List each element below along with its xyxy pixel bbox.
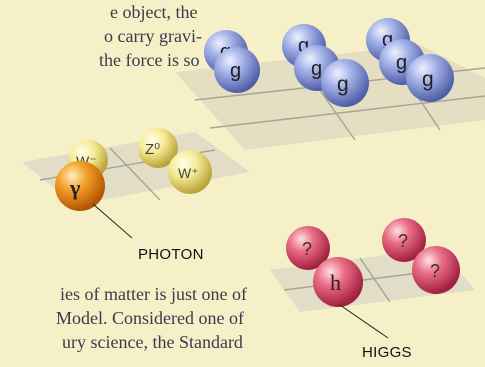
photon-leader-line	[93, 204, 132, 238]
higgs-leader-line	[340, 305, 388, 338]
photon-particle: γ	[55, 161, 105, 211]
unknown-label: ?	[430, 261, 440, 281]
higgs-label: HIGGS	[362, 344, 412, 361]
boson-grid	[22, 132, 250, 205]
gluon-label: g	[422, 68, 434, 91]
gluon-label: g	[230, 60, 241, 82]
z0-label: Z⁰	[145, 141, 160, 158]
photon-label: PHOTON	[138, 246, 204, 263]
higgs-symbol: h	[330, 270, 341, 295]
w-plus-label: W⁺	[178, 165, 199, 181]
gluon-label: g	[396, 52, 407, 74]
w-plus-particle: W⁺	[168, 150, 212, 194]
gluon-label: g	[311, 58, 322, 80]
gluon-label: g	[337, 73, 349, 96]
unknown-label: ?	[398, 231, 408, 251]
unknown-label: ?	[302, 239, 312, 259]
photon-symbol: γ	[69, 175, 80, 200]
